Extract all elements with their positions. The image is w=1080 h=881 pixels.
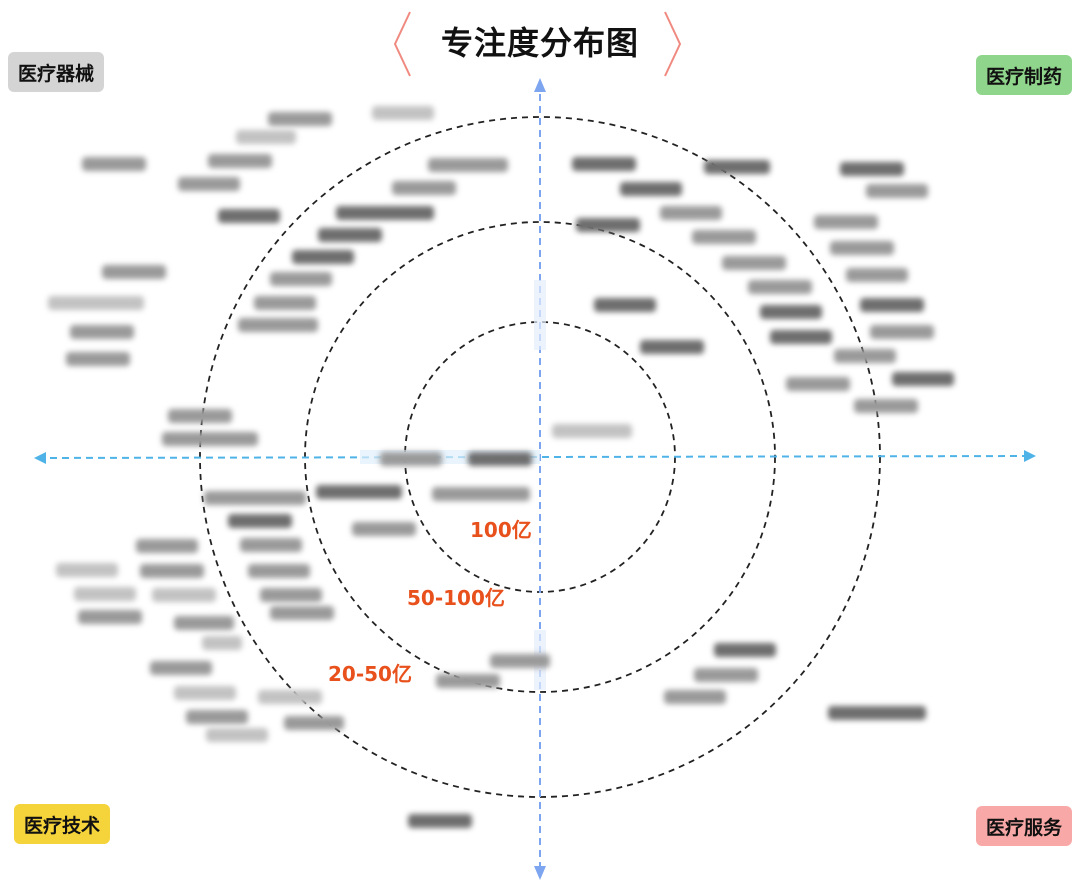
blurred-label bbox=[834, 349, 896, 363]
title-left-bracket bbox=[393, 11, 411, 77]
quadrant-tag-medical-technology: 医疗技术 bbox=[14, 804, 111, 844]
blurred-label bbox=[56, 563, 118, 577]
blurred-label bbox=[206, 728, 268, 742]
blurred-label bbox=[136, 539, 198, 553]
blurred-label bbox=[352, 522, 416, 536]
blurred-label bbox=[814, 215, 878, 229]
blurred-label bbox=[102, 265, 166, 279]
vertical-axis-bottom-arrow bbox=[534, 866, 546, 880]
blurred-label bbox=[408, 814, 472, 828]
vertical-axis-top-arrow bbox=[534, 78, 546, 92]
blurred-label bbox=[594, 298, 656, 312]
blurred-label bbox=[70, 325, 134, 339]
blurred-label bbox=[316, 485, 402, 499]
blurred-label bbox=[178, 177, 240, 191]
blurred-label bbox=[392, 181, 456, 195]
blurred-label bbox=[228, 514, 292, 528]
blurred-label bbox=[202, 636, 242, 650]
blurred-label bbox=[140, 564, 204, 578]
blurred-label bbox=[174, 686, 236, 700]
blurred-label bbox=[760, 305, 822, 319]
blurred-label bbox=[150, 661, 212, 675]
blurred-label bbox=[74, 587, 136, 601]
blurred-label bbox=[82, 157, 146, 171]
blurred-label bbox=[238, 318, 318, 332]
blurred-label bbox=[714, 643, 776, 657]
blurred-label bbox=[186, 710, 248, 724]
blurred-label bbox=[268, 112, 332, 126]
blurred-label bbox=[248, 564, 310, 578]
blurred-label bbox=[372, 106, 434, 120]
blurred-label bbox=[168, 409, 232, 423]
blurred-label bbox=[436, 674, 500, 688]
blurred-label bbox=[576, 218, 640, 232]
blurred-label bbox=[854, 399, 918, 413]
blurred-label bbox=[380, 452, 442, 466]
blurred-label bbox=[432, 487, 530, 501]
blurred-label bbox=[468, 452, 532, 466]
blurred-label bbox=[66, 352, 130, 366]
blurred-label bbox=[846, 268, 908, 282]
blurred-label bbox=[152, 588, 216, 602]
diagram-title: 专注度分布图 bbox=[440, 24, 639, 62]
blurred-label bbox=[204, 491, 306, 505]
blurred-label bbox=[218, 209, 280, 223]
blurred-label bbox=[694, 668, 758, 682]
blurred-label bbox=[830, 241, 894, 255]
horizontal-axis-right-arrow bbox=[1024, 450, 1036, 462]
blurred-label bbox=[552, 424, 632, 438]
blurred-label bbox=[490, 654, 550, 668]
title-right-bracket bbox=[664, 11, 682, 77]
blurred-label bbox=[828, 706, 926, 720]
blurred-label bbox=[270, 272, 332, 286]
axis-glow-vertical-top bbox=[534, 280, 546, 350]
horizontal-axis-left-arrow bbox=[34, 452, 46, 464]
blurred-label bbox=[208, 154, 272, 168]
quadrant-tag-medical-services: 医疗服务 bbox=[975, 806, 1072, 846]
blurred-label bbox=[664, 690, 726, 704]
blurred-label bbox=[870, 325, 934, 339]
blurred-label bbox=[428, 158, 508, 172]
blurred-label bbox=[840, 162, 904, 176]
blurred-label bbox=[260, 588, 322, 602]
blurred-label bbox=[292, 250, 354, 264]
blurred-label bbox=[240, 538, 302, 552]
blurred-label bbox=[748, 280, 812, 294]
blurred-label bbox=[860, 298, 924, 312]
blurred-label bbox=[866, 184, 928, 198]
ring-label-50-100: 50-100亿 bbox=[407, 586, 505, 610]
blurred-label bbox=[258, 690, 322, 704]
blurred-label bbox=[786, 377, 850, 391]
blurred-label bbox=[48, 296, 144, 310]
blurred-label bbox=[78, 610, 142, 624]
blurred-label bbox=[722, 256, 786, 270]
blurred-label bbox=[336, 206, 434, 220]
blurred-label bbox=[284, 716, 344, 730]
blurred-label bbox=[174, 616, 234, 630]
blurred-label bbox=[620, 182, 682, 196]
blurred-label bbox=[770, 330, 832, 344]
blurred-label bbox=[692, 230, 756, 244]
blurred-label bbox=[892, 372, 954, 386]
blurred-label bbox=[572, 157, 636, 171]
ring-label-100: 100亿 bbox=[470, 518, 532, 542]
blurred-label bbox=[254, 296, 316, 310]
blurred-label bbox=[236, 130, 296, 144]
blurred-label bbox=[270, 606, 334, 620]
quadrant-tag-pharmaceuticals: 医疗制药 bbox=[975, 55, 1072, 95]
ring-label-20-50: 20-50亿 bbox=[328, 662, 412, 686]
blurred-label bbox=[162, 432, 258, 446]
blurred-label bbox=[704, 160, 770, 174]
quadrant-tag-medical-devices: 医疗器械 bbox=[8, 52, 105, 92]
blurred-label bbox=[660, 206, 722, 220]
blurred-label bbox=[318, 228, 382, 242]
blurred-label bbox=[640, 340, 704, 354]
